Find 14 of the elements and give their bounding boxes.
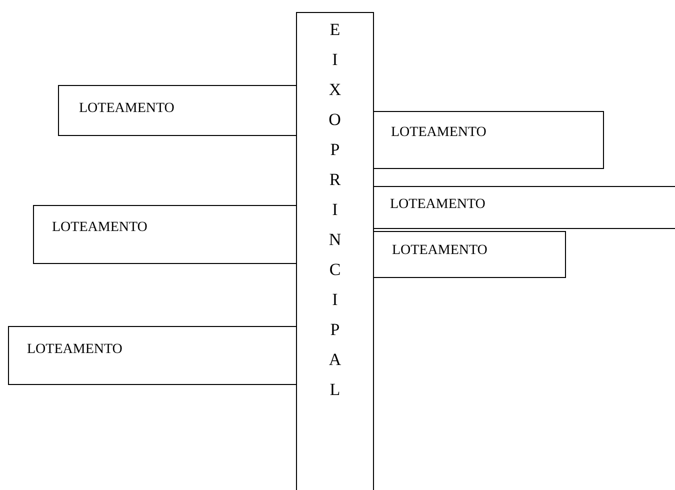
- lot-label: LOTEAMENTO: [27, 342, 122, 357]
- axis-title: EIXO PRINCIPAL: [328, 19, 342, 401]
- lot-label: LOTEAMENTO: [52, 220, 148, 235]
- lot-label: LOTEAMENTO: [390, 197, 486, 212]
- lot-box: [8, 326, 297, 385]
- lot-box: [373, 186, 675, 229]
- lot-label: LOTEAMENTO: [79, 101, 174, 116]
- lot-label: LOTEAMENTO: [391, 125, 486, 140]
- lot-box: [58, 85, 297, 136]
- lot-box: [33, 205, 297, 264]
- lot-box: [373, 111, 604, 169]
- main-axis-column: [296, 12, 374, 490]
- lot-label: LOTEAMENTO: [392, 243, 488, 258]
- lot-box: [373, 231, 566, 278]
